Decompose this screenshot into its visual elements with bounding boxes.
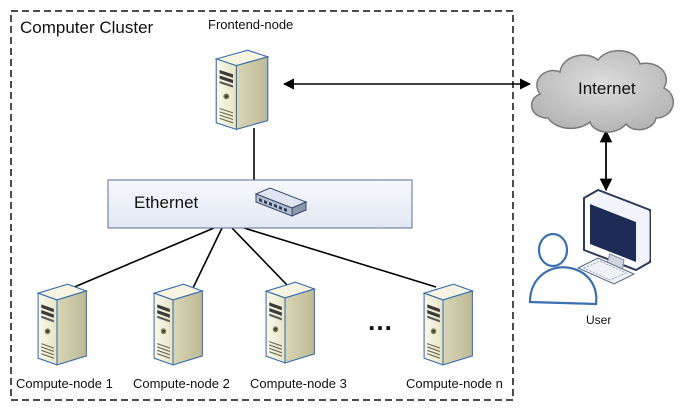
compute-node-2-server-icon [153, 283, 203, 366]
cloud-icon [530, 50, 674, 133]
monitor-icon [583, 188, 651, 273]
link-compute-1 [71, 227, 215, 289]
compute-node-1-server-icon [37, 283, 87, 366]
internet-label: Internet [578, 79, 636, 98]
cluster-title: Computer Cluster [20, 18, 154, 37]
frontend-node-label: Frontend-node [208, 17, 294, 32]
compute-node-3-label: Compute-node 3 [250, 376, 347, 391]
compute-node-n-server-icon [423, 283, 473, 366]
ethernet-label: Ethernet [134, 193, 199, 212]
link-compute-n [243, 227, 437, 288]
cluster-boundary [10, 10, 514, 401]
more-nodes-ellipsis: … [367, 306, 394, 336]
keyboard-icon [576, 257, 636, 285]
link-compute-3 [231, 227, 289, 287]
compute-node-3-server-icon [265, 281, 315, 364]
user-icon [528, 232, 598, 306]
switch-icon [254, 187, 308, 217]
link-compute-2 [191, 227, 223, 291]
user-label: User [586, 313, 612, 327]
frontend-server-icon [215, 49, 269, 130]
compute-node-n-label: Compute-node n [406, 376, 503, 391]
compute-node-1-label: Compute-node 1 [16, 376, 113, 391]
compute-node-2-label: Compute-node 2 [133, 376, 230, 391]
